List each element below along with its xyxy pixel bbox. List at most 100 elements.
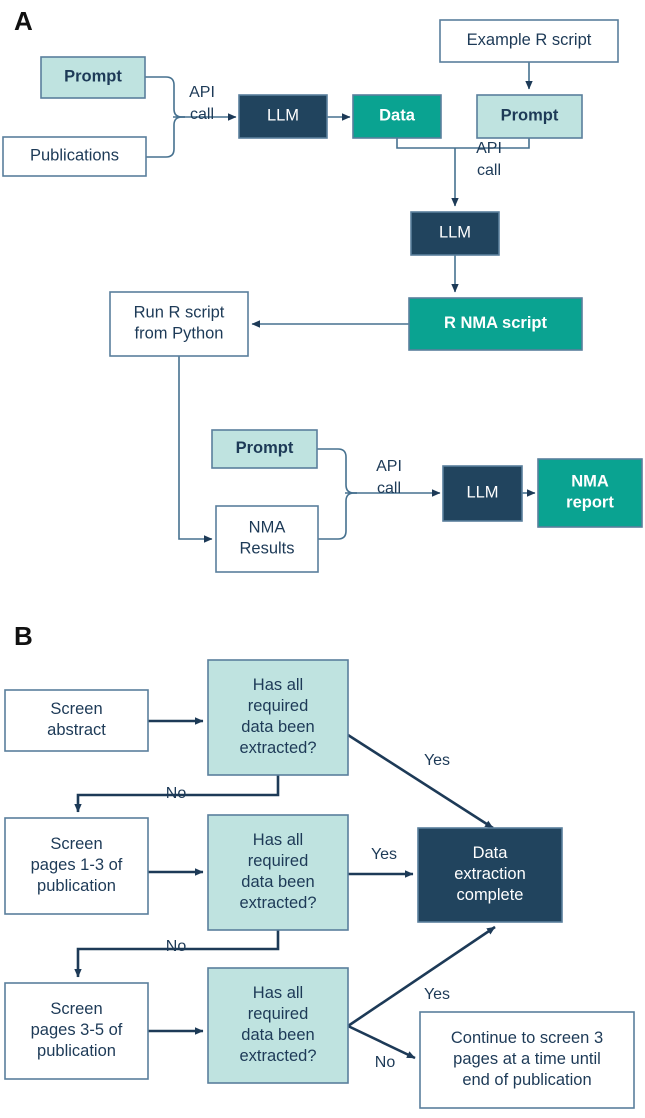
text-label: No bbox=[166, 785, 187, 802]
node-shape bbox=[238, 94, 328, 139]
text-label: Yes bbox=[424, 986, 450, 1003]
edge-label-b-yes-1: Yes bbox=[424, 752, 450, 769]
node-shape bbox=[2, 136, 147, 177]
edge-decision2-no-to-screen35 bbox=[74, 930, 280, 978]
text-label: Publications bbox=[30, 147, 119, 165]
edge-decision1-yes-to-complete bbox=[347, 733, 494, 830]
node-a-prompt-2[interactable]: Prompt bbox=[476, 94, 583, 139]
text-label: Data bbox=[379, 107, 416, 125]
edge-publications-to-merge bbox=[146, 116, 185, 158]
node-a-llm-2[interactable]: LLM bbox=[410, 211, 500, 256]
node-a-r-nma-script[interactable]: R NMA script bbox=[408, 297, 583, 351]
text-label: No bbox=[166, 938, 187, 955]
node-shape bbox=[410, 211, 500, 256]
node-a-publications[interactable]: Publications bbox=[2, 136, 147, 177]
edge-decision1-no-to-screen13 bbox=[74, 775, 280, 813]
edge-prompt1-to-merge bbox=[145, 76, 185, 118]
node-shape bbox=[419, 1011, 635, 1109]
node-shape bbox=[207, 814, 349, 931]
node-shape bbox=[352, 94, 442, 139]
text-label: Prompt bbox=[64, 68, 122, 86]
node-shape bbox=[109, 291, 249, 357]
text-label: LLM bbox=[439, 224, 471, 242]
edge-label-b-no-1: No bbox=[166, 785, 187, 802]
text-label: Example R script bbox=[467, 31, 592, 49]
edge-data-prompt2-merge bbox=[396, 138, 530, 149]
node-a-prompt-1[interactable]: Prompt bbox=[40, 56, 146, 99]
panel-a-letter: A bbox=[14, 6, 33, 36]
node-shape bbox=[476, 94, 583, 139]
text-label: Prompt bbox=[236, 439, 294, 457]
text-label: No bbox=[375, 1054, 396, 1071]
node-shape bbox=[207, 659, 349, 776]
node-a-data[interactable]: Data bbox=[352, 94, 442, 139]
panel-b-letter: B bbox=[14, 621, 33, 651]
edge-label-b-no-3: No bbox=[375, 1054, 396, 1071]
edge-nmaresults-to-merge bbox=[318, 492, 357, 540]
node-shape bbox=[4, 982, 149, 1080]
panel-b: B bbox=[14, 621, 496, 1060]
node-shape bbox=[215, 505, 319, 573]
edge-label-b-no-2: No bbox=[166, 938, 187, 955]
edge-label-b-yes-3: Yes bbox=[424, 986, 450, 1003]
node-a-prompt-3[interactable]: Prompt bbox=[211, 429, 318, 469]
node-shape bbox=[40, 56, 146, 99]
text-label: Yes bbox=[424, 752, 450, 769]
text-label: Prompt bbox=[501, 107, 559, 125]
text-label: R NMA script bbox=[444, 314, 547, 332]
node-a-example-r[interactable]: Example R script bbox=[439, 19, 619, 63]
edge-runr-to-nmaresults bbox=[178, 356, 213, 543]
node-shape bbox=[417, 827, 563, 923]
node-shape bbox=[439, 19, 619, 63]
panel-b-connectors bbox=[74, 717, 496, 1060]
panel-a: A bbox=[14, 6, 536, 543]
text-label: LLM bbox=[267, 107, 299, 125]
node-a-llm-3[interactable]: LLM bbox=[442, 465, 523, 522]
node-shape bbox=[537, 458, 643, 528]
edge-label-b-yes-2: Yes bbox=[371, 846, 397, 863]
node-shape bbox=[4, 689, 149, 752]
edge-decision3-no-to-continue bbox=[347, 1024, 416, 1060]
panel-a-connectors bbox=[145, 62, 536, 543]
edge-decision3-yes-to-complete bbox=[347, 925, 496, 1028]
node-shape bbox=[4, 817, 149, 915]
node-shape bbox=[211, 429, 318, 469]
text-label: LLM bbox=[466, 484, 498, 502]
node-shape bbox=[408, 297, 583, 351]
node-shape bbox=[207, 967, 349, 1084]
text-label: Yes bbox=[371, 846, 397, 863]
edge-prompt3-to-merge bbox=[317, 448, 357, 494]
node-a-llm-1[interactable]: LLM bbox=[238, 94, 328, 139]
